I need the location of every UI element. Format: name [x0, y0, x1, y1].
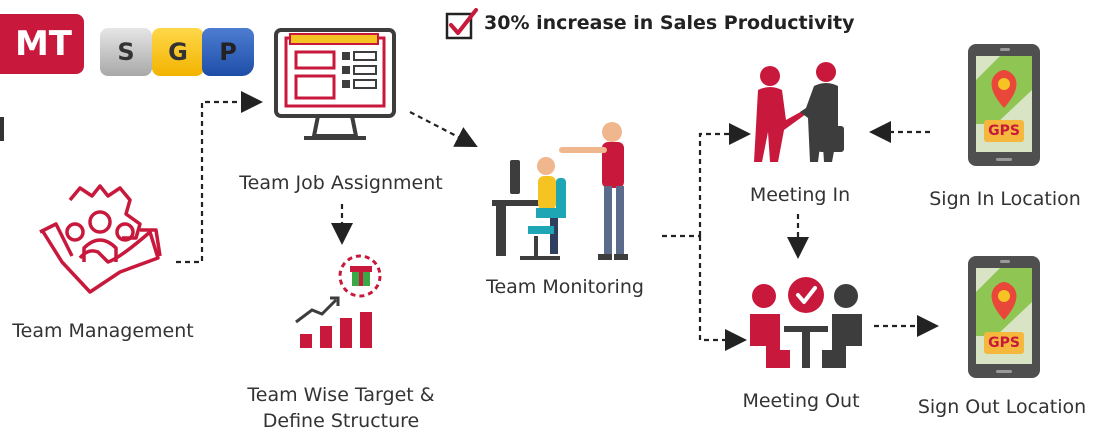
label-team-monitoring: Team Monitoring: [486, 276, 644, 298]
sgp-g-badge: G: [152, 28, 204, 76]
label-team-management: Team Management: [12, 320, 194, 342]
team-job-assignment-icon: [274, 28, 396, 140]
label-team-target-line2: Define Structure: [262, 410, 420, 432]
label-team-job-assignment: Team Job Assignment: [239, 172, 443, 194]
arrow-to-meeting-out: [698, 236, 747, 351]
label-meeting-in: Meeting In: [749, 184, 851, 206]
label-sign-out-location: Sign Out Location: [917, 396, 1087, 418]
arrow-to-meeting-in: [698, 123, 751, 236]
mt-badge: MT: [0, 14, 84, 74]
gps-phone-sign-in-icon: [968, 44, 1040, 166]
gps-label-in: GPS: [988, 123, 1020, 139]
sgp-p-badge: P: [202, 28, 254, 76]
team-monitoring-icon: [492, 122, 628, 260]
arrow-assignment-to-monitoring: [409, 111, 478, 148]
cropped-text-mark: [0, 117, 4, 141]
arrow-management-to-assignment: [176, 91, 263, 264]
headline: 30% increase in Sales Productivity: [484, 12, 855, 34]
checkbox-check-icon: [445, 8, 478, 40]
label-team-target-line1: Team Wise Target &: [247, 384, 435, 406]
team-target-icon: [295, 254, 382, 348]
gps-label-out: GPS: [988, 335, 1020, 351]
label-sign-in-location: Sign In Location: [929, 188, 1081, 210]
team-management-icon: [39, 184, 162, 294]
meeting-out-icon: [750, 277, 862, 368]
label-meeting-out: Meeting Out: [742, 390, 860, 412]
meeting-in-icon: [754, 62, 844, 162]
sgp-s-badge: S: [100, 28, 152, 76]
gps-phone-sign-out-icon: [968, 256, 1040, 378]
